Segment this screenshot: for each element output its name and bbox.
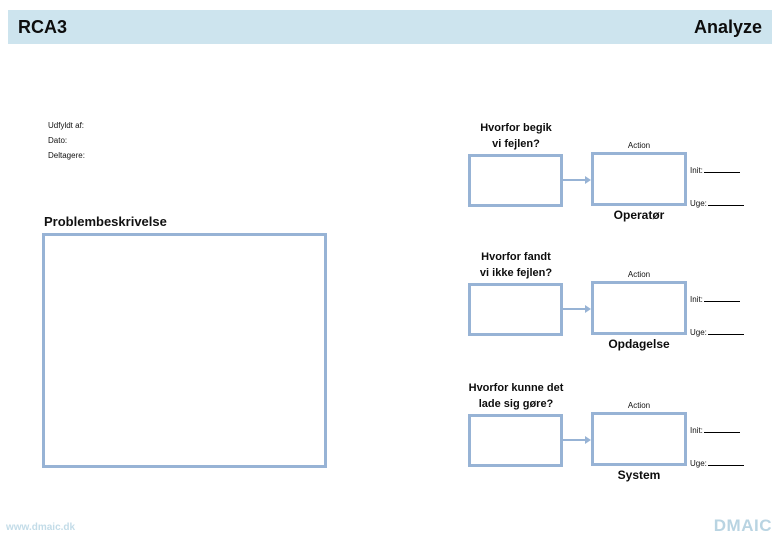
action-box[interactable] xyxy=(591,281,687,335)
problem-description-label: Problembeskrivelse xyxy=(44,214,167,229)
week-row: Uge: xyxy=(690,456,744,468)
connector-line xyxy=(563,179,585,181)
action-box[interactable] xyxy=(591,152,687,206)
week-label: Uge: xyxy=(690,199,707,208)
filled-by-label: Udfyldt af: xyxy=(48,121,85,130)
week-label: Uge: xyxy=(690,459,707,468)
meta-labels: Udfyldt af: Dato: Deltagere: xyxy=(48,118,85,163)
date-label: Dato: xyxy=(48,136,68,145)
arrow-right-icon xyxy=(585,436,591,444)
action-label: Action xyxy=(627,401,651,410)
question-line-2: lade sig gøre? xyxy=(478,398,554,410)
why-answer-box[interactable] xyxy=(468,283,563,336)
week-row: Uge: xyxy=(690,196,744,208)
website-link[interactable]: www.dmaic.dk xyxy=(6,522,76,533)
phase-label: Analyze xyxy=(693,16,762,37)
action-label: Action xyxy=(627,141,651,150)
page-title: RCA3 xyxy=(18,16,68,37)
question-title: Hvorfor kunne det lade sig gøre? xyxy=(440,380,592,412)
why-section-detection: Hvorfor fandt vi ikke fejlen? Action Ini… xyxy=(440,247,750,361)
header-bar: RCA3 Analyze xyxy=(8,10,772,44)
problem-description-box[interactable] xyxy=(42,233,327,468)
category-label: System xyxy=(617,468,661,482)
week-blank-line[interactable] xyxy=(707,325,744,335)
init-row: Init: xyxy=(690,292,740,304)
why-section-system: Hvorfor kunne det lade sig gøre? Action … xyxy=(440,378,750,492)
question-title: Hvorfor fandt vi ikke fejlen? xyxy=(440,249,592,281)
question-line-2: vi ikke fejlen? xyxy=(479,267,553,279)
participants-label: Deltagere: xyxy=(48,151,85,160)
dmaic-logo: DMAIC xyxy=(713,516,772,535)
question-line-1: Hvorfor begik xyxy=(480,122,552,134)
question-line-1: Hvorfor fandt xyxy=(481,251,551,263)
week-row: Uge: xyxy=(690,325,744,337)
question-line-2: vi fejlen? xyxy=(492,138,540,150)
question-title: Hvorfor begik vi fejlen? xyxy=(440,120,592,152)
category-label: Opdagelse xyxy=(608,337,670,351)
init-row: Init: xyxy=(690,423,740,435)
init-label: Init: xyxy=(690,166,703,175)
arrow-right-icon xyxy=(585,305,591,313)
init-blank-line[interactable] xyxy=(703,292,740,302)
action-box[interactable] xyxy=(591,412,687,466)
init-label: Init: xyxy=(690,426,703,435)
category-label: Operatør xyxy=(613,208,665,222)
init-blank-line[interactable] xyxy=(703,423,740,433)
init-row: Init: xyxy=(690,163,740,175)
init-label: Init: xyxy=(690,295,703,304)
week-label: Uge: xyxy=(690,328,707,337)
action-label: Action xyxy=(627,270,651,279)
week-blank-line[interactable] xyxy=(707,456,744,466)
init-blank-line[interactable] xyxy=(703,163,740,173)
connector-line xyxy=(563,308,585,310)
question-line-1: Hvorfor kunne det xyxy=(468,382,564,394)
why-answer-box[interactable] xyxy=(468,154,563,207)
why-answer-box[interactable] xyxy=(468,414,563,467)
why-section-operator: Hvorfor begik vi fejlen? Action Init: Ug… xyxy=(440,118,750,232)
week-blank-line[interactable] xyxy=(707,196,744,206)
connector-line xyxy=(563,439,585,441)
arrow-right-icon xyxy=(585,176,591,184)
